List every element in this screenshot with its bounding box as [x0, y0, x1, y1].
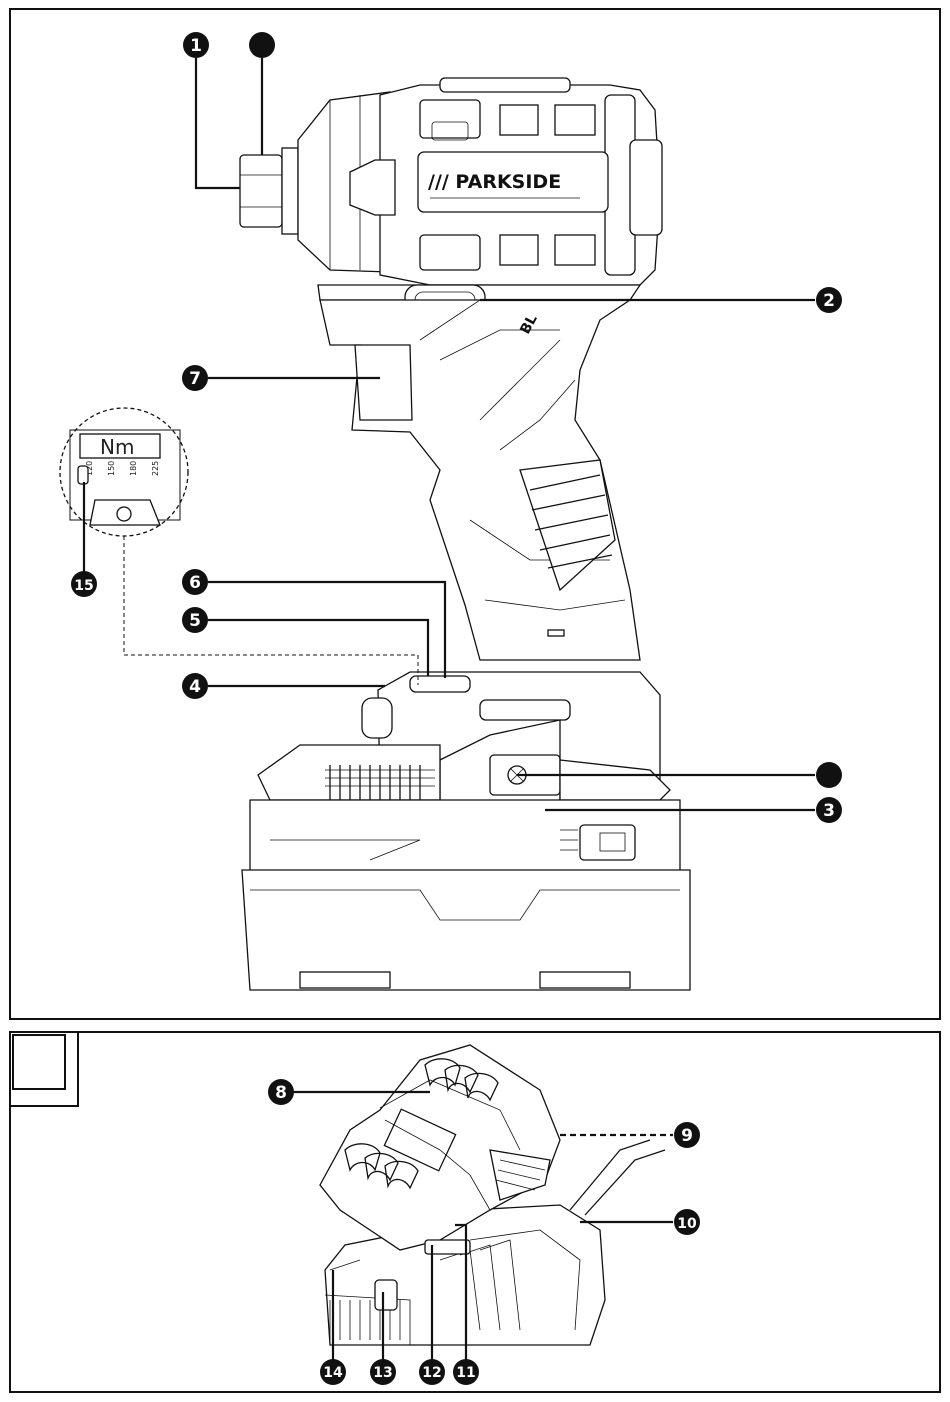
torque-led	[78, 466, 88, 484]
charger-assembly	[320, 1045, 665, 1345]
callout-unlabeled-right	[816, 762, 842, 788]
battery-top	[258, 745, 440, 800]
svg-text:2: 2	[823, 291, 835, 311]
svg-text:7: 7	[189, 369, 201, 389]
svg-text:12: 12	[422, 1365, 441, 1381]
svg-text:9: 9	[681, 1126, 693, 1146]
svg-text:8: 8	[275, 1083, 287, 1103]
torque-unit-label: Nm	[100, 435, 134, 459]
chuck-collar	[282, 148, 298, 234]
svg-text:6: 6	[189, 573, 201, 593]
torque-detail-inset: Nm 120 150 180 225	[60, 408, 418, 685]
svg-text:3: 3	[823, 801, 835, 821]
power-cable	[570, 1140, 665, 1215]
torque-value-3: 180	[129, 461, 138, 476]
svg-text:13: 13	[373, 1365, 392, 1381]
callout-unlabeled-top	[249, 32, 275, 58]
brand-logo: /// PARKSIDE	[428, 171, 561, 193]
svg-text:11: 11	[456, 1365, 475, 1381]
trigger	[355, 345, 412, 420]
torque-value-4: 225	[151, 461, 160, 476]
svg-text:15: 15	[74, 578, 93, 594]
svg-text:1: 1	[190, 36, 202, 56]
figure-b-label-box	[13, 1035, 65, 1089]
bit-holder	[240, 155, 282, 227]
impact-driver: /// PARKSIDE BL	[240, 78, 690, 990]
svg-text:4: 4	[189, 677, 201, 697]
svg-text:10: 10	[677, 1216, 697, 1232]
torque-button	[410, 676, 470, 692]
svg-text:5: 5	[189, 611, 201, 631]
torque-value-2: 150	[107, 461, 116, 476]
svg-text:14: 14	[323, 1365, 343, 1381]
